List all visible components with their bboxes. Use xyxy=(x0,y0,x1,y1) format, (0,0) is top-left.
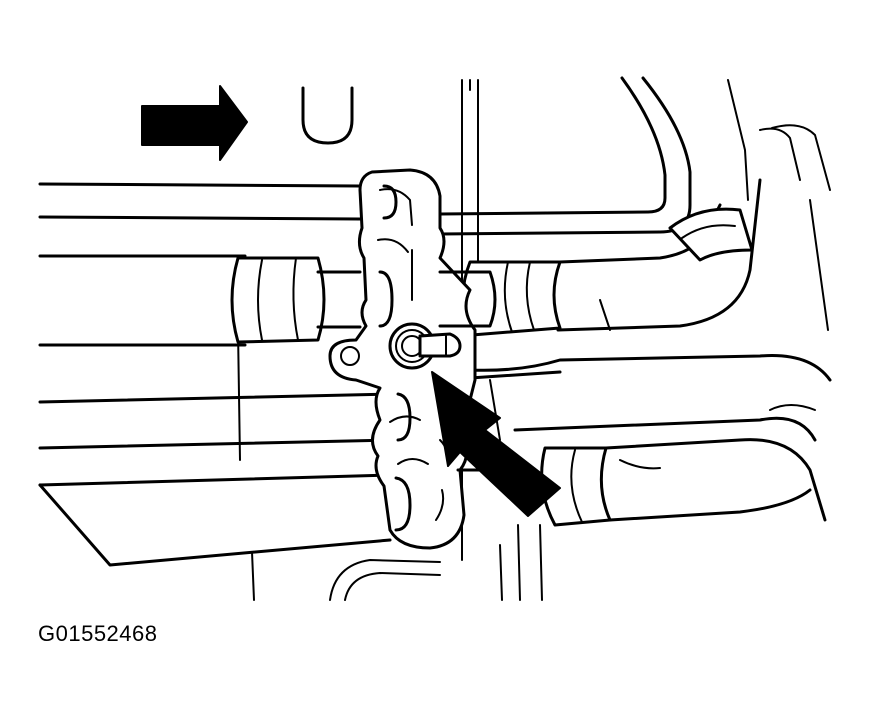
pointer-arrow xyxy=(431,371,561,517)
figure-code: G01552468 xyxy=(38,621,158,646)
thin-tube-middle xyxy=(38,354,832,450)
bolt-nut xyxy=(388,322,462,370)
hose-upper-left xyxy=(38,254,362,347)
thin-tube-upper xyxy=(38,182,362,221)
hose-upper-right xyxy=(461,178,762,337)
clamp-pipe-sections xyxy=(378,184,502,532)
hose-lower xyxy=(38,438,827,567)
mounting-slot xyxy=(301,86,354,145)
direction-arrow xyxy=(141,85,248,161)
